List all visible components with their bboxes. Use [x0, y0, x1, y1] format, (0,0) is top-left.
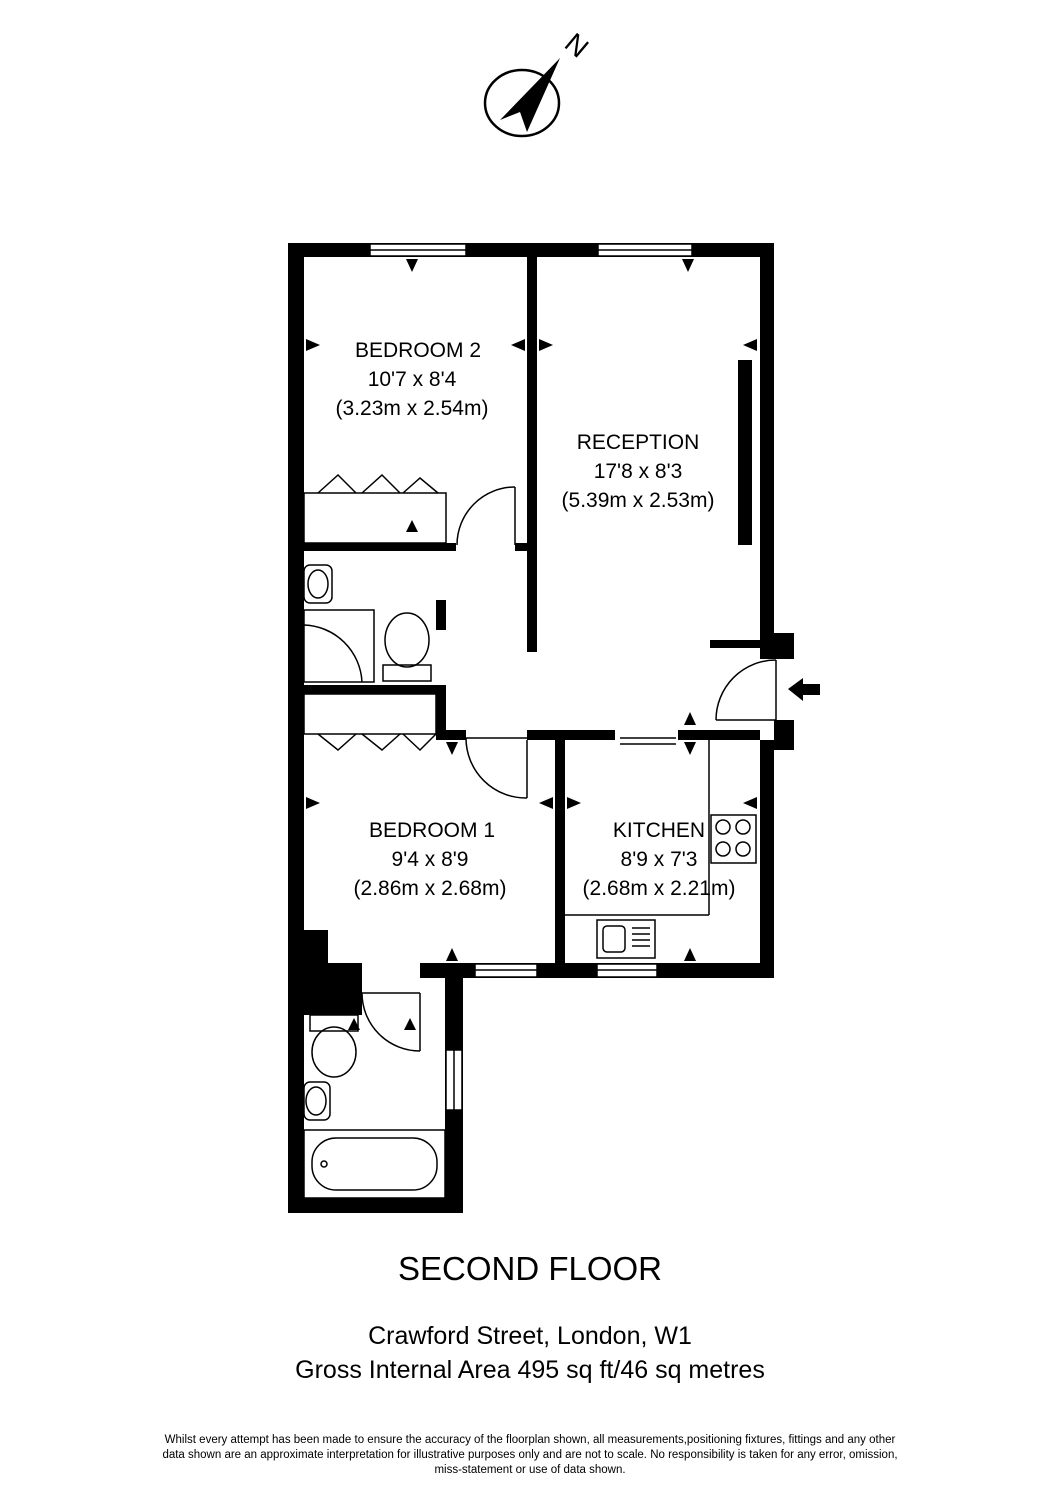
- room-name: BEDROOM 1: [369, 819, 495, 842]
- room-label-kitchen: KITCHEN 8'9 x 7'3 (2.68m x 2.21m): [583, 819, 736, 900]
- room-name: RECEPTION: [577, 431, 700, 454]
- room-dimensions-imperial: 9'4 x 8'9: [392, 848, 469, 871]
- property-address: Crawford Street, London, W1: [368, 1322, 692, 1350]
- dimension-markers: [306, 259, 757, 1030]
- room-dimensions-metric: (2.68m x 2.21m): [583, 877, 736, 900]
- room-name: KITCHEN: [613, 819, 705, 842]
- room-dimensions-imperial: 8'9 x 7'3: [621, 848, 698, 871]
- wardrobes: [303, 473, 447, 752]
- exterior-walls: [288, 243, 794, 1213]
- room-label-bedroom-1: BEDROOM 1 9'4 x 8'9 (2.86m x 2.68m): [354, 819, 507, 900]
- north-label: N: [559, 27, 594, 64]
- room-name: BEDROOM 2: [355, 339, 481, 362]
- room-label-reception: RECEPTION 17'8 x 8'3 (5.39m x 2.53m): [562, 431, 715, 512]
- room-dimensions-metric: (2.86m x 2.68m): [354, 877, 507, 900]
- sanitary-fittings: [303, 564, 446, 1199]
- gross-internal-area: Gross Internal Area 495 sq ft/46 sq metr…: [295, 1356, 765, 1384]
- kitchen-fittings: [565, 740, 757, 959]
- north-arrow-icon: N: [483, 27, 594, 138]
- room-dimensions-metric: (3.23m x 2.54m): [336, 397, 489, 420]
- disclaimer: Whilst every attempt has been made to en…: [162, 1434, 898, 1476]
- room-label-bedroom-2: BEDROOM 2 10'7 x 8'4 (3.23m x 2.54m): [336, 339, 489, 420]
- room-dimensions-metric: (5.39m x 2.53m): [562, 489, 715, 512]
- room-dimensions-imperial: 10'7 x 8'4: [368, 368, 457, 391]
- interior-walls: [304, 257, 760, 998]
- floor-title: SECOND FLOOR: [397, 1250, 663, 1287]
- room-dimensions-imperial: 17'8 x 8'3: [594, 460, 683, 483]
- doors: [361, 486, 777, 1052]
- windows: [369, 243, 693, 1111]
- entrance-arrow-icon: [788, 678, 820, 701]
